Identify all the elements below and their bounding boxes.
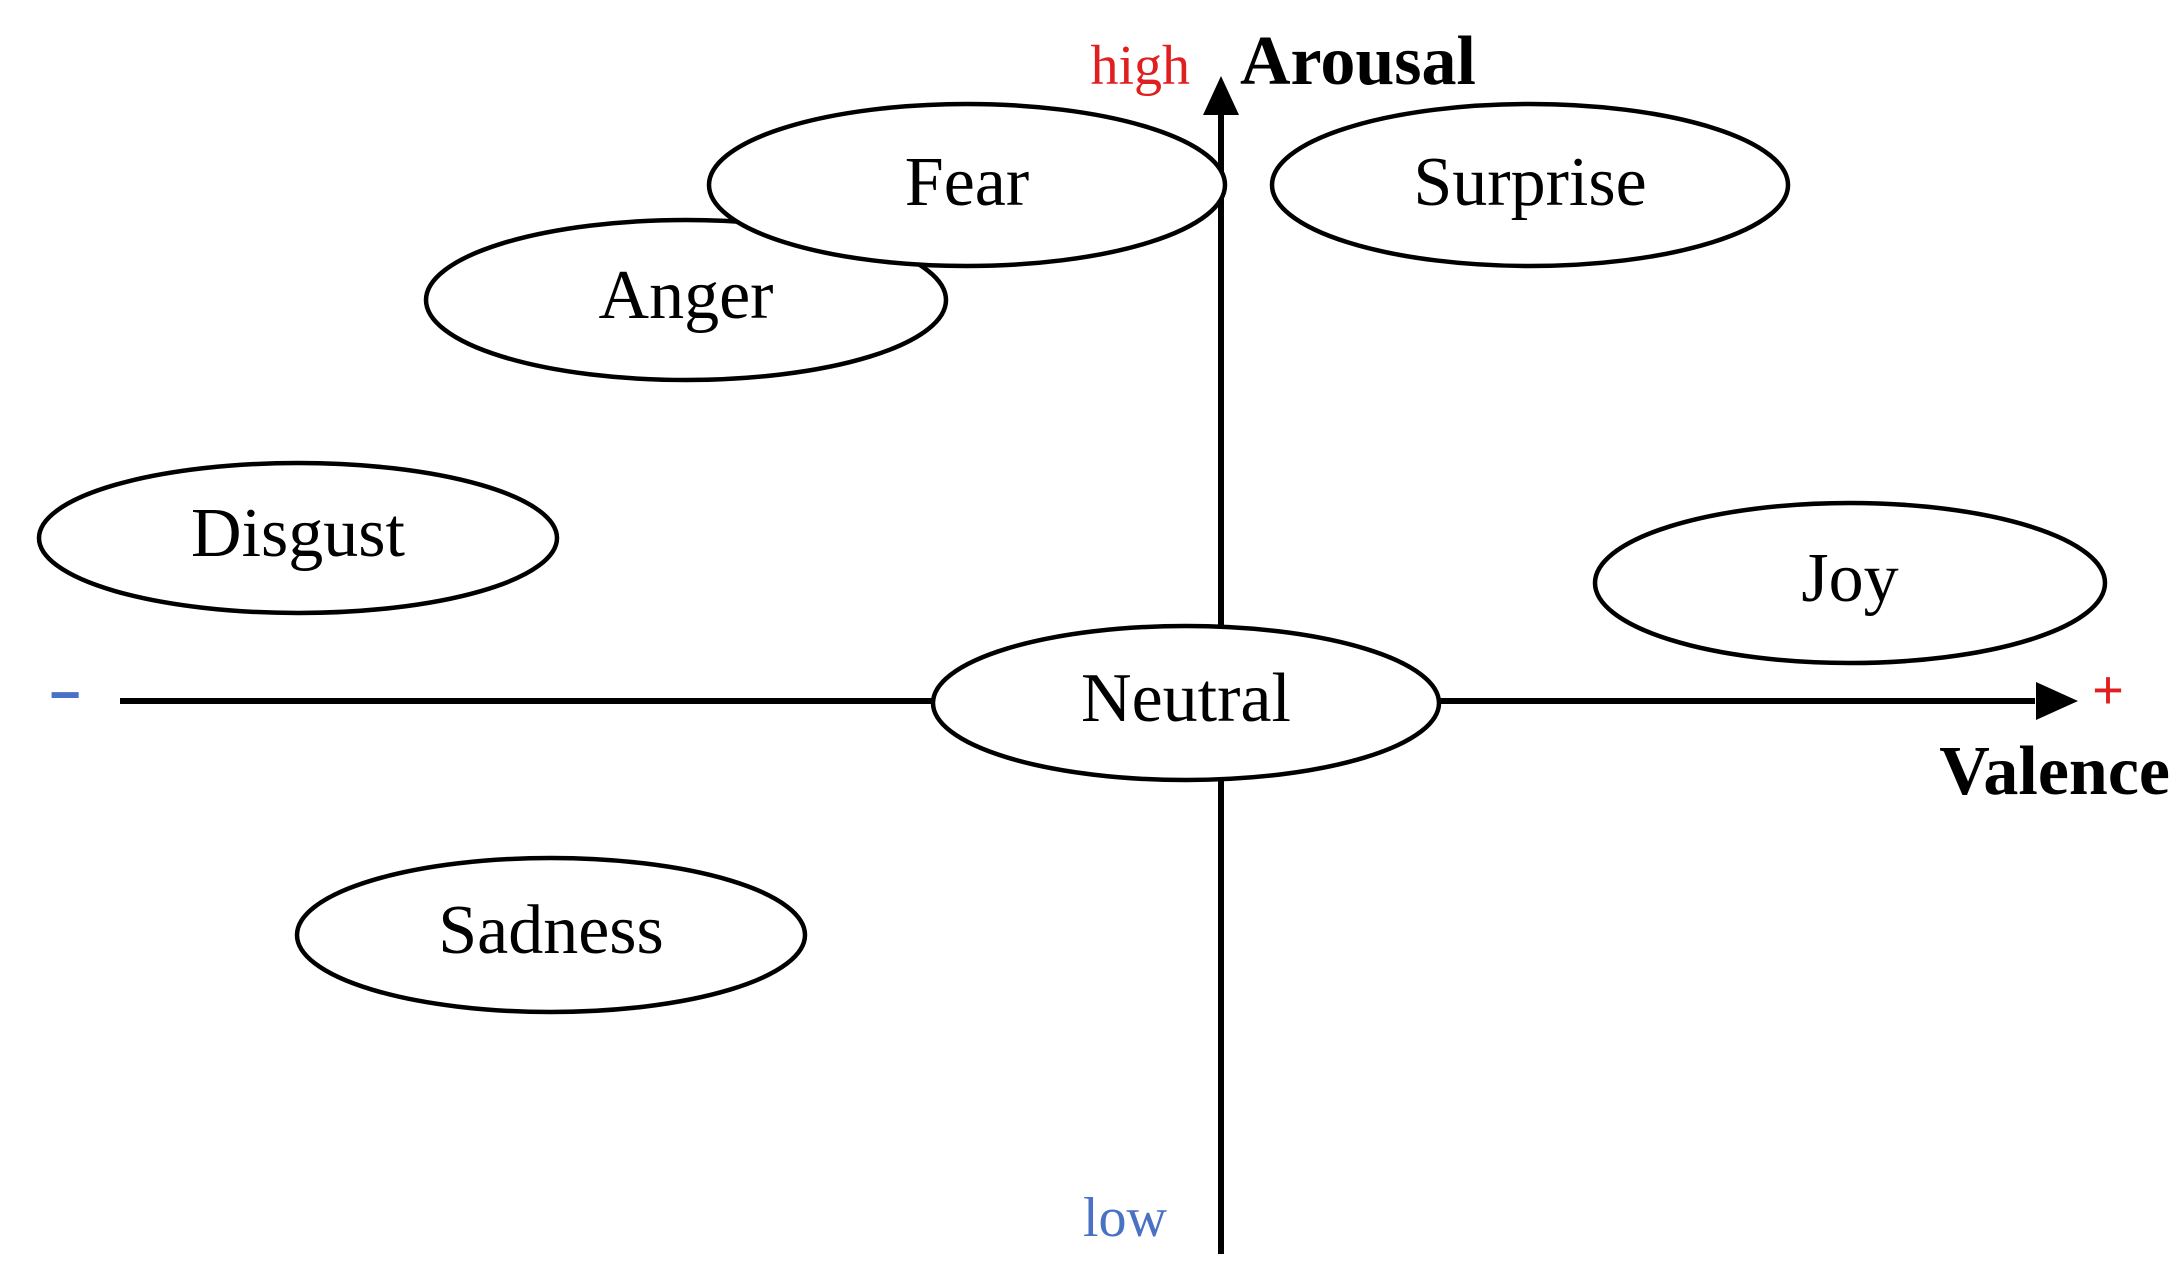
emotion-label: Surprise [1413,144,1646,221]
emotion-disgust: Disgust [36,460,560,616]
emotion-label: Fear [905,144,1029,221]
emotion-fear: Fear [706,101,1228,269]
emotion-label: Sadness [438,892,664,969]
emotion-joy: Joy [1592,500,2108,666]
emotion-surprise: Surprise [1269,101,1791,269]
emotion-label: Disgust [191,495,405,572]
emotion-ellipse [1592,500,2108,666]
arousal-high-label: high [1090,35,1190,97]
valence-arrowhead [2036,682,2078,720]
emotion-ellipse [930,623,1442,783]
arousal-arrowhead [1203,76,1239,115]
valence-negative-label: − [49,665,81,725]
valence-positive-label: + [2092,660,2124,720]
emotion-ellipse [36,460,560,616]
emotion-ellipse [423,217,949,383]
emotion-label: Joy [1801,540,1898,617]
emotion-label: Anger [599,257,774,334]
arousal-axis-title: Arousal [1240,23,1476,100]
emotion-ellipse [294,855,808,1015]
emotion-ellipse [706,101,1228,269]
emotion-neutral: Neutral [930,623,1442,783]
arousal-low-label: low [1083,1187,1168,1249]
emotion-ellipse [1269,101,1791,269]
emotion-anger: Anger [423,217,949,383]
emotion-label: Neutral [1081,660,1291,737]
valence-axis-title: Valence [1939,733,2170,810]
emotion-sadness: Sadness [294,855,808,1015]
